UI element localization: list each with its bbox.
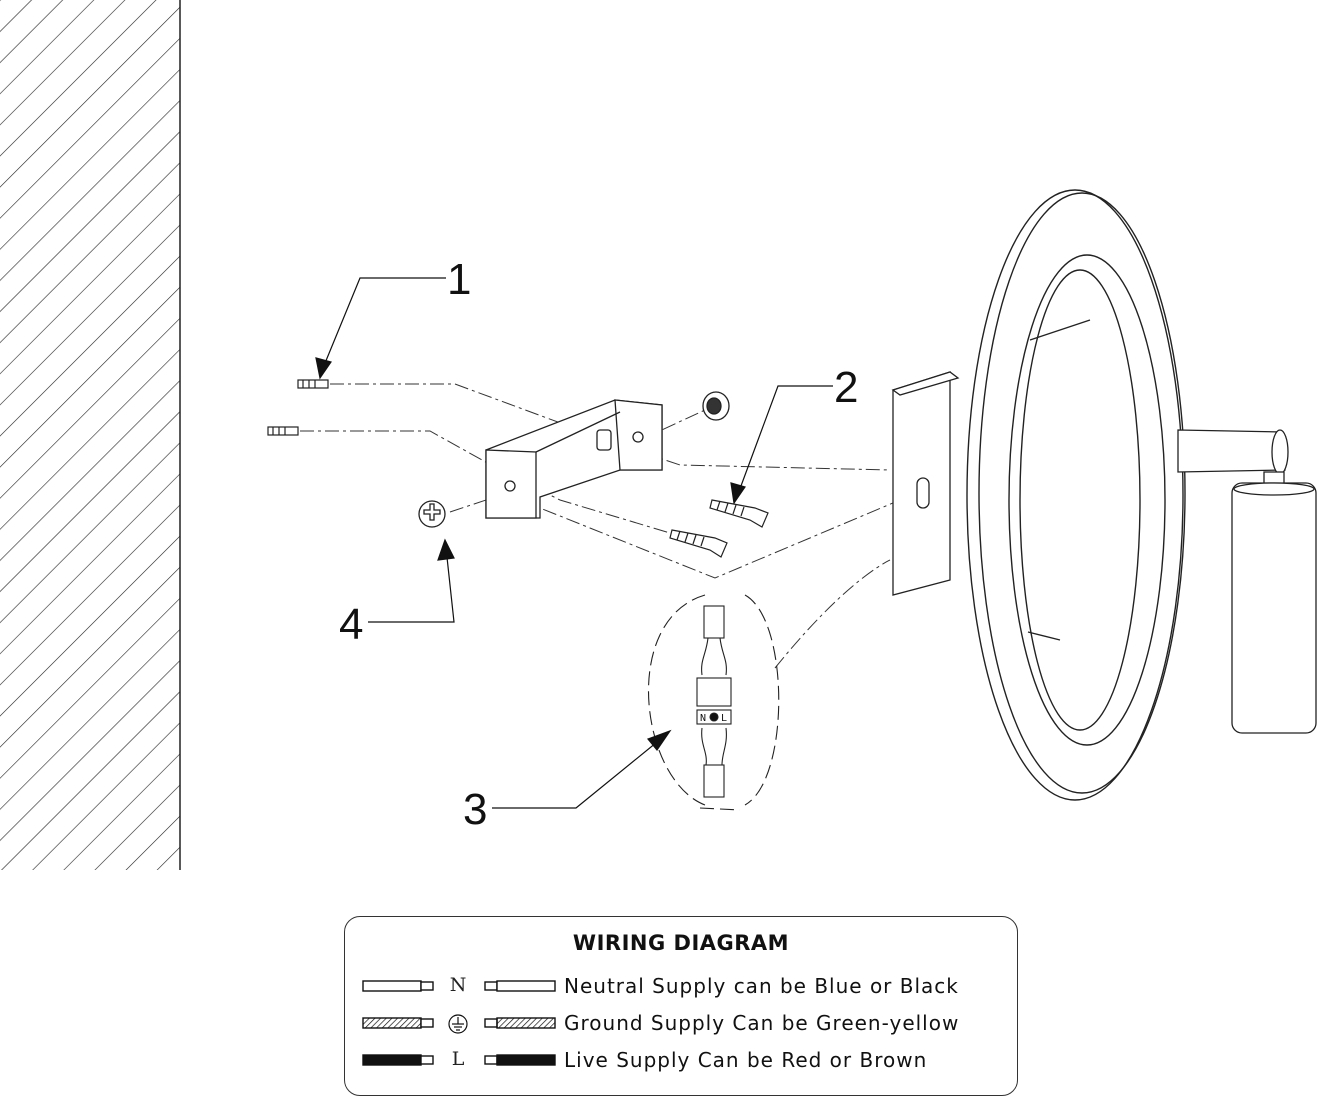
wall-hatching bbox=[0, 0, 181, 870]
spotlight-arm bbox=[1177, 429, 1317, 734]
ground-symbol-icon bbox=[448, 1014, 468, 1034]
ring-luminaire bbox=[966, 189, 1186, 801]
legend-text-neutral: Neutral Supply can be Blue or Black bbox=[564, 974, 959, 998]
callout-3: 3 bbox=[463, 785, 488, 834]
ground-screw-icon bbox=[418, 500, 446, 528]
wire-neutral-icon bbox=[362, 980, 434, 992]
legend-row-live: L Live Supply Can be Red or Brown bbox=[345, 1046, 1017, 1076]
callout-2: 2 bbox=[834, 363, 859, 412]
legend-text-ground: Ground Supply Can be Green-yellow bbox=[564, 1011, 960, 1035]
legend-row-ground: Ground Supply Can be Green-yellow bbox=[345, 1009, 1017, 1039]
connector-label-neutral: N bbox=[700, 713, 706, 724]
legend-text-live: Live Supply Can be Red or Brown bbox=[564, 1048, 928, 1072]
wire-live-icon bbox=[362, 1054, 434, 1066]
legend-letter-n: N bbox=[449, 974, 467, 996]
wiring-detail: N L bbox=[648, 594, 780, 811]
legend-title: WIRING DIAGRAM bbox=[572, 931, 790, 955]
legend-letter-l: L bbox=[451, 1048, 465, 1070]
wire-live-end-icon bbox=[484, 1054, 556, 1066]
wire-ground-icon bbox=[362, 1017, 434, 1029]
mounting-bracket bbox=[485, 399, 663, 519]
wiring-legend: WIRING DIAGRAM N Neutral Supply can be B… bbox=[344, 916, 1018, 1096]
cap-nut-icon bbox=[702, 391, 730, 421]
installation-diagram: N L bbox=[0, 0, 1317, 870]
wire-neutral-end-icon bbox=[484, 980, 556, 992]
leader-lines bbox=[315, 277, 833, 809]
wire-ground-end-icon bbox=[484, 1017, 556, 1029]
fixture-backplate bbox=[891, 371, 960, 596]
legend-row-neutral: N Neutral Supply can be Blue or Black bbox=[345, 972, 1017, 1002]
callout-1: 1 bbox=[447, 255, 472, 304]
callout-4: 4 bbox=[339, 600, 364, 649]
connector-label-live: L bbox=[721, 713, 727, 724]
screw-icon bbox=[669, 499, 769, 558]
wall-anchor-icon bbox=[267, 379, 329, 436]
